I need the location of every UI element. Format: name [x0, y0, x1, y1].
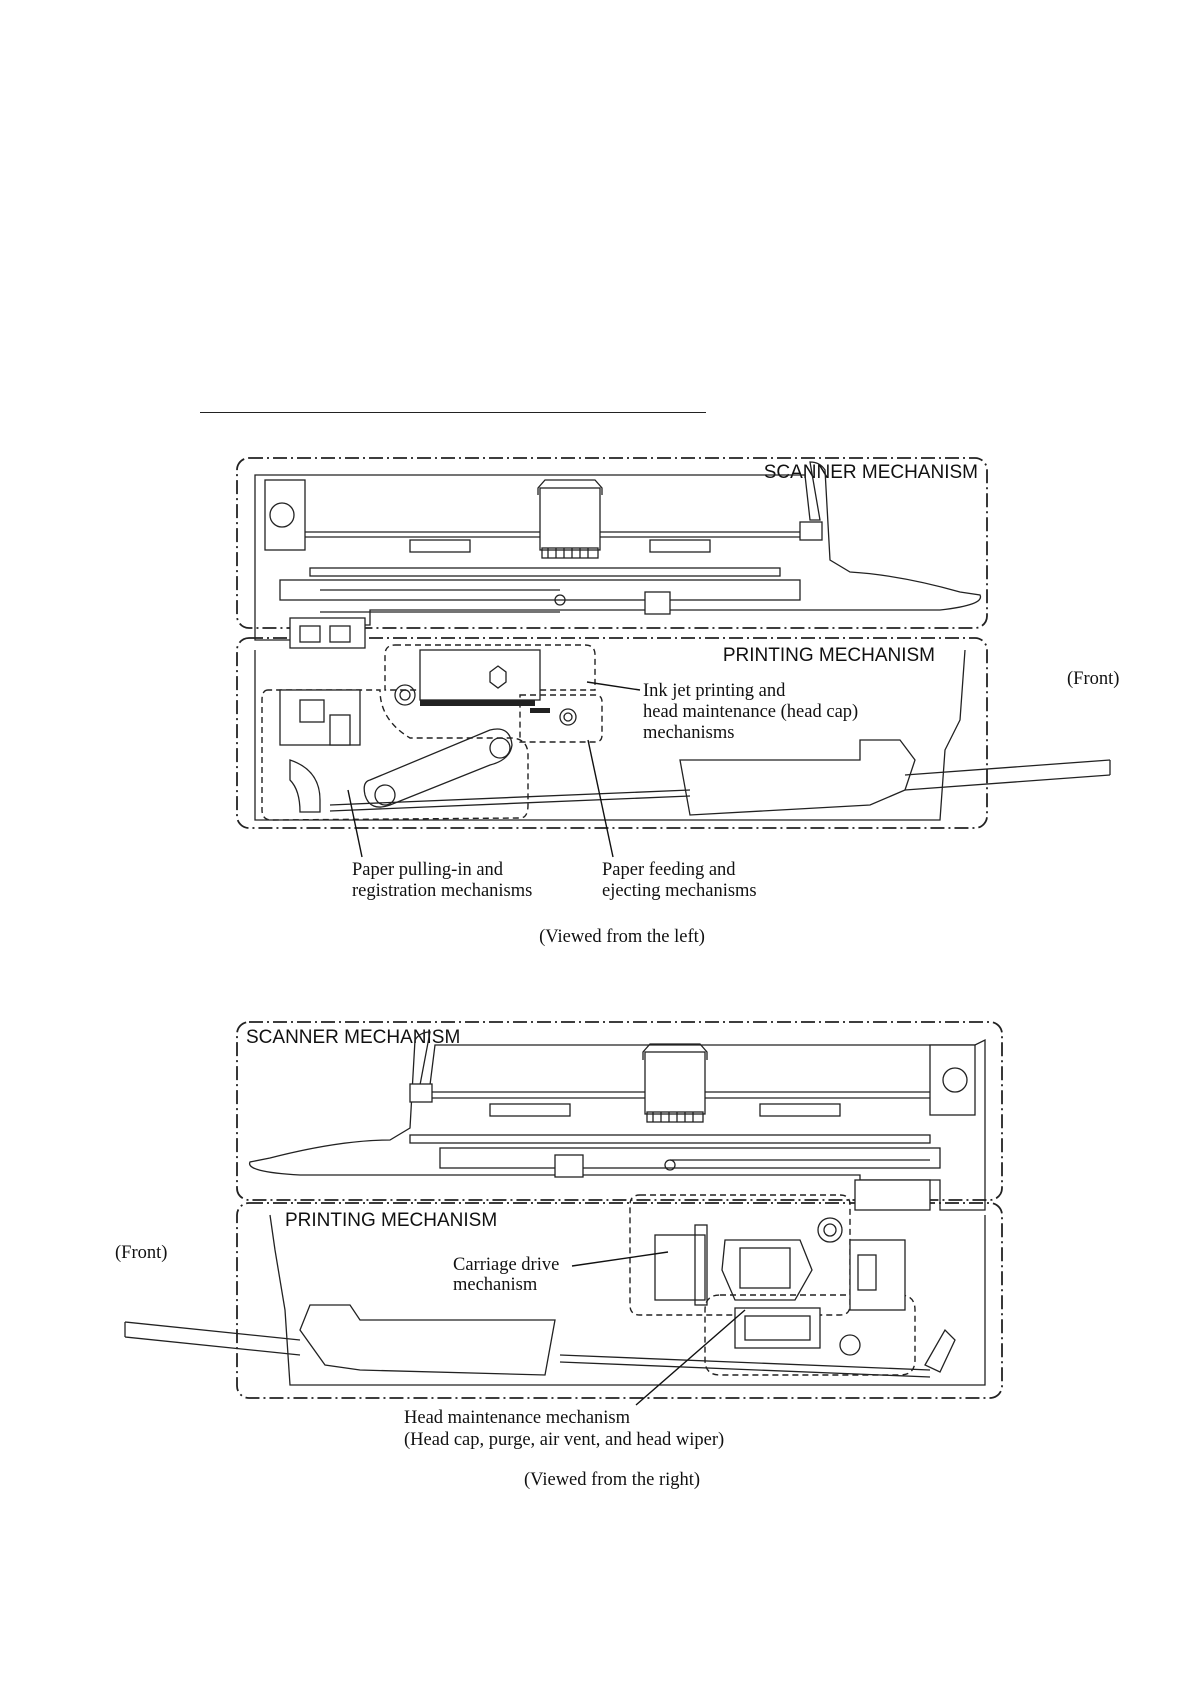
head-maintenance-region [704, 1294, 916, 1376]
left-view-diagram: SCANNER MECHANISM PRINTING MECHANISM [236, 457, 1119, 947]
callout-head-line-1: Head maintenance mechanism [404, 1408, 631, 1428]
front-label-right: (Front) [1067, 669, 1119, 689]
leader-pulling [347, 789, 363, 858]
leader-head [635, 1309, 746, 1406]
callout-feeding-line-2: ejecting mechanisms [602, 881, 757, 901]
callout-inkjet-line-2: head maintenance (head cap) [643, 702, 858, 722]
caption-right-view: (Viewed from the right) [524, 1470, 700, 1490]
printing-label: PRINTING MECHANISM [723, 645, 935, 666]
carriage-region [629, 1194, 851, 1316]
callout-pulling-line-1: Paper pulling-in and [352, 860, 504, 880]
printing-frame [236, 1202, 1003, 1399]
callout-feeding-line-1: Paper feeding and [602, 860, 736, 880]
callout-inkjet-line-1: Ink jet printing and [643, 681, 786, 701]
scanner-label: SCANNER MECHANISM [764, 462, 978, 483]
scanner-label: SCANNER MECHANISM [246, 1027, 460, 1048]
scanner-frame [236, 457, 988, 629]
paper-pulling-region [261, 689, 529, 821]
scanner-frame [236, 1021, 1003, 1201]
callout-head-line-2: (Head cap, purge, air vent, and head wip… [404, 1430, 724, 1450]
callout-pulling-line-2: registration mechanisms [352, 881, 532, 901]
leader-carriage [571, 1251, 669, 1267]
right-view-diagram: SCANNER MECHANISM PRINTING MECHANISM [115, 1021, 1003, 1490]
printing-mechanism-drawing [254, 644, 1111, 821]
callout-carriage-line-1: Carriage drive [453, 1255, 559, 1275]
printing-label: PRINTING MECHANISM [285, 1210, 497, 1231]
callout-carriage-line-2: mechanism [453, 1275, 538, 1295]
section-rule [200, 412, 706, 413]
inkjet-region [384, 644, 596, 691]
callout-inkjet: Ink jet printing and head maintenance (h… [586, 681, 858, 743]
gear-bottom [646, 1111, 704, 1123]
leader-feeding [587, 739, 614, 858]
gear-top [541, 547, 599, 559]
callout-inkjet-line-3: mechanisms [643, 723, 734, 743]
scanner-mechanism-drawing [254, 461, 982, 649]
printing-mechanism-drawing [124, 1194, 986, 1386]
scanner-mechanism-drawing [249, 1031, 986, 1211]
printing-frame [236, 637, 988, 829]
front-label-left: (Front) [115, 1243, 167, 1263]
caption-left-view: (Viewed from the left) [539, 927, 705, 947]
